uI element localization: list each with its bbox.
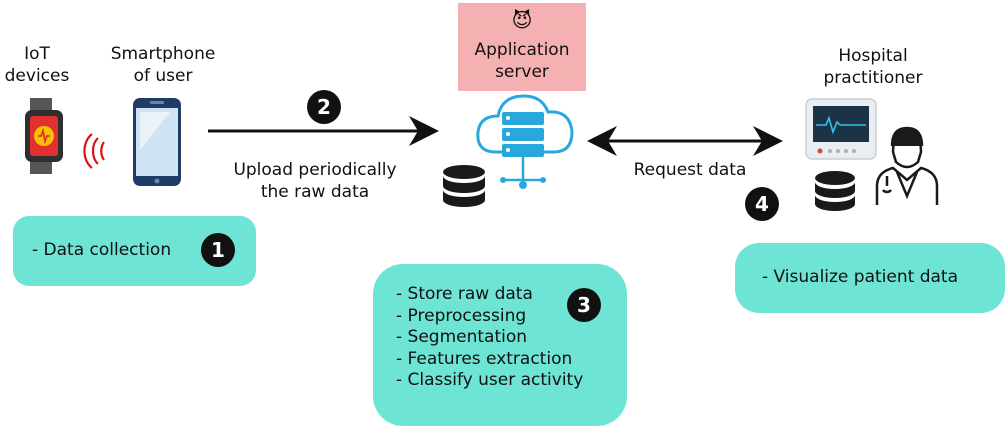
step-1-badge: 1 [201,233,235,267]
monitor-icon [805,98,877,160]
visualize-text: - Visualize patient data [762,267,958,287]
data-collection-text: - Data collection [32,240,172,260]
processing-list: - Store raw data - Preprocessing - Segme… [396,284,583,392]
processing-item: - Features extraction [396,348,573,369]
database-icon [443,165,485,207]
data-collection-box: - Data collection 1 [13,216,256,286]
processing-item: - Classify user activity [396,370,584,390]
processing-item: - Preprocessing [396,305,527,326]
request-data-label: Request data [633,160,747,180]
processing-item: - Store raw data [396,284,533,304]
cloud-server-icon [476,94,574,189]
smartphone-icon [133,98,181,186]
hospital-database-icon [815,171,855,211]
step-2-badge: 2 [307,90,341,124]
processing-item: - Segmentation [396,327,528,347]
visualize-box: - Visualize patient data [735,243,1005,313]
devil-icon: 😈 [511,8,533,32]
wireless-signal-icon [83,133,105,169]
smartwatch-icon [25,98,63,174]
step-4-badge: 4 [745,187,779,221]
step-3-badge: 3 [567,288,601,322]
processing-box: - Store raw data - Preprocessing - Segme… [373,264,627,426]
doctor-icon [875,126,939,205]
